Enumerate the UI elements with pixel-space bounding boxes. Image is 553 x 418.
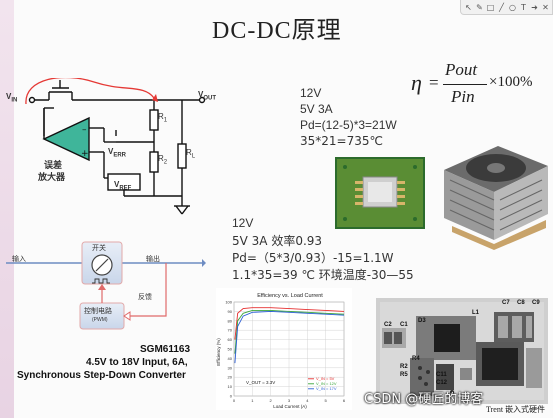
svg-text:–: – bbox=[82, 125, 87, 135]
svg-text:+: + bbox=[81, 149, 89, 159]
formula-denominator: Pin bbox=[451, 87, 475, 106]
buck-block-diagram bbox=[6, 241, 206, 330]
calc1-line3: Pd=(12-5)*3=21W bbox=[300, 118, 397, 132]
chart-ytick-label: 0 bbox=[230, 394, 233, 399]
rl-label: RL bbox=[186, 148, 196, 160]
pcb-layout-photo bbox=[376, 298, 548, 404]
chart-ytick-label: 10 bbox=[228, 384, 233, 389]
control-circuit-sub: (PWM) bbox=[92, 317, 108, 323]
chart-xtick-label: 0 bbox=[233, 398, 236, 403]
pcb-label-d3: D3 bbox=[418, 318, 426, 324]
chart-ytick-label: 50 bbox=[228, 347, 233, 352]
text-icon[interactable]: T bbox=[521, 2, 526, 12]
pcb-label-r2: R2 bbox=[400, 364, 408, 370]
csdn-watermark: CSDN @硬匠的博客 bbox=[364, 392, 484, 407]
chart-xtick-label: 2 bbox=[270, 398, 273, 403]
square-icon[interactable]: □ bbox=[486, 2, 495, 12]
error-amp-label-1: 误差 bbox=[44, 161, 63, 171]
pcb-label-c1: C1 bbox=[400, 322, 408, 328]
switch-label: 开关 bbox=[92, 244, 106, 252]
pcb-label-c12: C12 bbox=[436, 380, 448, 386]
calc2-line2: 5V 3A 效率0.93 bbox=[232, 234, 323, 248]
linear-regulator-schematic: – + bbox=[25, 78, 206, 215]
pen-icon[interactable]: ✎ bbox=[476, 2, 483, 12]
chart-ytick-label: 70 bbox=[228, 328, 233, 333]
chart-xtick-label: 1 bbox=[251, 398, 254, 403]
pcb-label-c11: C11 bbox=[436, 372, 447, 378]
chart-legend-label: V_IN = 5V bbox=[316, 376, 335, 381]
chart-series-line-2 bbox=[234, 310, 345, 364]
chart-series-line-1 bbox=[234, 310, 345, 354]
chart-ytick-label: 100 bbox=[225, 300, 232, 305]
pcb-label-c2: C2 bbox=[384, 322, 392, 328]
vin-label: VIN bbox=[6, 92, 18, 104]
chart-xtick-label: 4 bbox=[306, 398, 309, 403]
error-amp-label-2: 放大器 bbox=[38, 173, 66, 183]
part-name: SGM61163 bbox=[140, 344, 191, 355]
eta-symbol: η bbox=[411, 70, 422, 95]
chart-ytick-label: 40 bbox=[228, 356, 233, 361]
part-desc-2: Synchronous Step-Down Converter bbox=[17, 370, 186, 381]
chart-xtick-label: 6 bbox=[343, 398, 346, 403]
formula-tail: ×100% bbox=[489, 74, 533, 90]
verr-label: VERR bbox=[108, 147, 127, 159]
pcb-label-l1: L1 bbox=[472, 310, 480, 316]
fraction-bar bbox=[443, 84, 487, 86]
close-icon[interactable]: ✕ bbox=[542, 2, 549, 12]
control-circuit-label: 控制电路 bbox=[84, 307, 112, 315]
pcb-label-r4: R4 bbox=[412, 356, 420, 362]
slide-title: DC-DC原理 bbox=[212, 18, 342, 44]
efficiency-chart-svg: Efficiency vs. Load Current 010203040506… bbox=[216, 288, 352, 410]
chart-ytick-label: 80 bbox=[228, 318, 233, 323]
vref-label: VREF bbox=[114, 180, 132, 192]
author-signature: Trent 嵌入式硬件 bbox=[486, 405, 546, 414]
annotation-toolbar: ↖ ✎ □ ╱ ○ T ➜ ✕ bbox=[460, 0, 553, 15]
calc1-line4: 35*21=735℃ bbox=[300, 134, 383, 148]
efficiency-formula: η = Pout Pin ×100% bbox=[405, 60, 545, 110]
output-label: 输出 bbox=[146, 255, 160, 263]
pcb-label-r5: R5 bbox=[400, 372, 408, 378]
select-arrow-icon[interactable]: ↖ bbox=[465, 2, 472, 12]
chart-xtick-label: 5 bbox=[325, 398, 328, 403]
chart-ylabel: Efficiency (%) bbox=[216, 338, 221, 366]
chart-legend-label: V_IN = 17V bbox=[316, 386, 337, 391]
circle-icon[interactable]: ○ bbox=[509, 2, 516, 12]
arrow-icon[interactable]: ➜ bbox=[531, 2, 538, 12]
chart-xlabel: Load Current (A) bbox=[273, 404, 307, 409]
pcb-label-c9: C9 bbox=[532, 300, 540, 306]
chart-ytick-label: 30 bbox=[228, 365, 233, 370]
r1-label: R1 bbox=[158, 112, 168, 124]
pcb-label-c7: C7 bbox=[502, 300, 510, 306]
pcb-label-c8: C8 bbox=[517, 300, 525, 306]
calc2-line4: 1.1*35=39 ℃ 环境温度-30—55 bbox=[232, 268, 414, 282]
formula-numerator: Pout bbox=[445, 60, 478, 79]
chart-ytick-label: 20 bbox=[228, 375, 233, 380]
chart-title: Efficiency vs. Load Current bbox=[257, 293, 323, 299]
input-label: 输入 bbox=[12, 255, 26, 263]
line-icon[interactable]: ╱ bbox=[499, 2, 504, 12]
slide-side-panel bbox=[0, 0, 14, 418]
heatsink-fan-photo bbox=[444, 146, 548, 250]
r2-label: R2 bbox=[158, 154, 168, 166]
regulator-chip-photo bbox=[335, 157, 425, 229]
feedback-label: 反馈 bbox=[138, 293, 152, 301]
chart-series-line-0 bbox=[234, 307, 345, 340]
chart-xtick-label: 3 bbox=[288, 398, 291, 403]
chart-legend-label: V_IN = 12V bbox=[316, 381, 337, 386]
part-desc-1: 4.5V to 18V Input, 6A, bbox=[86, 357, 188, 368]
chart-annotation: V_OUT = 3.3V bbox=[246, 380, 275, 385]
vout-label: VOUT bbox=[198, 90, 217, 102]
calc1-line2: 5V 3A bbox=[300, 102, 333, 116]
calc2-line1: 12V bbox=[232, 216, 254, 230]
calc1-line1: 12V bbox=[300, 86, 322, 100]
calc2-line3: Pd=（5*3/0.93）-15=1.1W bbox=[232, 251, 394, 265]
equals-sign: = bbox=[429, 73, 439, 92]
chart-ytick-label: 60 bbox=[228, 337, 233, 342]
chart-ytick-label: 90 bbox=[228, 309, 233, 314]
